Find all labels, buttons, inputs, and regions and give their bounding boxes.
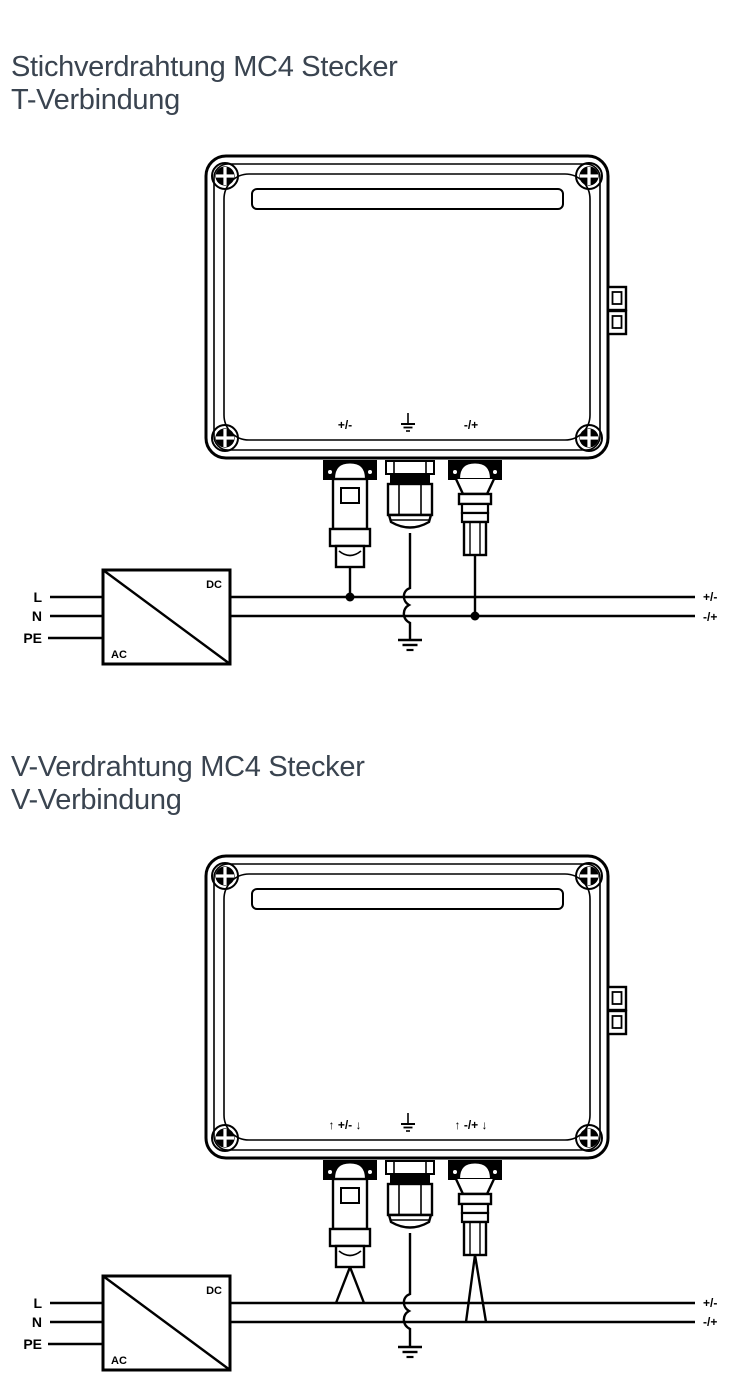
junction-dot-negative xyxy=(470,611,480,621)
input-label-pe: PE xyxy=(23,1336,42,1352)
box1-port-label-positive: +/- xyxy=(338,418,352,432)
earth-ground-icon xyxy=(396,638,424,652)
input-label-n: N xyxy=(32,608,42,624)
input-label-l: L xyxy=(33,1295,42,1311)
section1-title-line1: Stichverdrahtung MC4 Stecker xyxy=(11,51,398,83)
junction-box-2 xyxy=(206,856,626,1267)
bus2-label-bottom: -/+ xyxy=(703,1315,717,1329)
box2-port-label-negative: ↑ -/+ ↓ xyxy=(454,1118,487,1132)
section1-wiring xyxy=(48,533,695,640)
section2-wiring xyxy=(48,1233,695,1347)
bus1-label-top: +/- xyxy=(703,590,717,604)
section1-diagram: +/- -/+ L N xyxy=(23,156,717,666)
section1-title-line2: T-Verbindung xyxy=(11,84,180,116)
box2-port-label-positive: ↑ +/- ↓ xyxy=(328,1118,361,1132)
junction-box-1 xyxy=(206,156,626,567)
bus2-label-top: +/- xyxy=(703,1296,717,1310)
section2-title-line1: V-Verdrahtung MC4 Stecker xyxy=(11,751,365,783)
box2-ground-label-icon xyxy=(400,1112,416,1132)
box1-port-label-negative: -/+ xyxy=(464,418,478,432)
section2-diagram: ↑ +/- ↓ ↑ -/+ ↓ L N P xyxy=(23,856,717,1372)
box1-ground-label-icon xyxy=(400,412,416,432)
junction-dot-positive xyxy=(345,592,355,602)
input-label-l: L xyxy=(33,589,42,605)
bus1-label-bottom: -/+ xyxy=(703,610,717,624)
section2-title-line2: V-Verbindung xyxy=(11,784,182,816)
earth-ground-icon xyxy=(396,1345,424,1359)
input-label-pe: PE xyxy=(23,630,42,646)
input-label-n: N xyxy=(32,1314,42,1330)
